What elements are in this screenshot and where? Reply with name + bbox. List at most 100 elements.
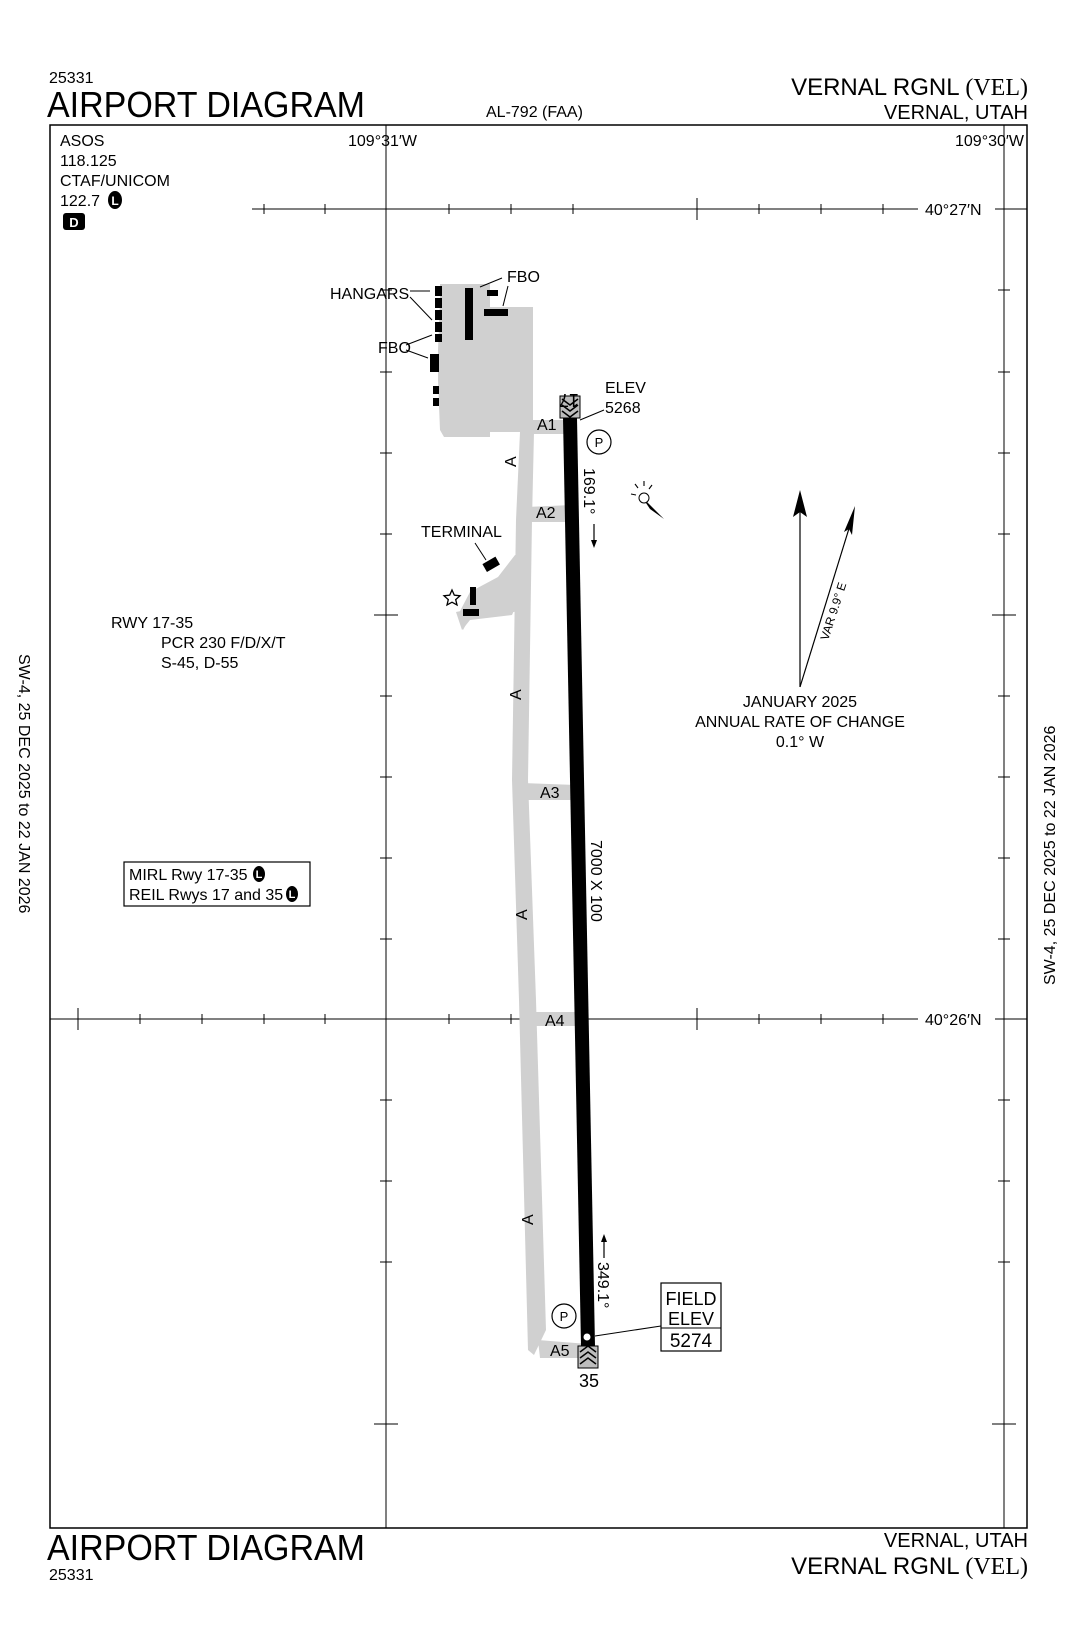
hangar-long [465, 288, 473, 340]
heading-35-group: 349.1° [594, 1234, 611, 1308]
connector-a2 [526, 505, 572, 522]
field-label-2: ELEV [668, 1309, 714, 1329]
lighting-l-icon-1-text: L [256, 869, 263, 881]
leader-line [405, 334, 433, 346]
lighting-l-icon-2-text: L [289, 889, 296, 901]
lighting-symbol-text: L [111, 194, 118, 208]
heading-17-label: 169.1° [580, 468, 597, 514]
taxiway-label-a-3: A [514, 909, 531, 920]
hangar-building [435, 310, 442, 320]
parking-south-text: P [560, 1309, 569, 1324]
lon-west-label: 109°31′W [348, 133, 418, 150]
procedure-id: AL-792 (FAA) [486, 104, 583, 121]
airport-code-bottom-text: (VEL) [965, 1554, 1028, 1580]
terminal-label: TERMINAL [421, 524, 502, 541]
field-elev-leader [594, 1325, 662, 1337]
lon-east-label: 109°30′W [955, 133, 1025, 150]
lighting-l-icon-2 [286, 886, 298, 902]
elev-17-value: 5268 [605, 400, 641, 417]
asos-frequency: 118.125 [60, 153, 117, 170]
runway-end-35: 35 [579, 1371, 599, 1391]
runway-end-17: 17 [559, 390, 579, 410]
variation-rate-value: 0.1° W [776, 734, 825, 751]
variation-label: VAR 9.9° E [818, 581, 850, 642]
taxiway-label-a3: A3 [540, 785, 560, 802]
diagram-title-bottom: AIRPORT DIAGRAM [47, 1527, 365, 1568]
fbo-1-leaders [479, 277, 509, 307]
leader-line [479, 277, 503, 288]
fbo-building-1 [487, 290, 498, 296]
d-symbol-icon: D [63, 213, 85, 230]
taxiway-label-a1: A1 [537, 417, 557, 434]
airport-code-text: (VEL) [965, 75, 1028, 101]
side-text-right: SW-4, 25 DEC 2025 to 22 JAN 2026 [1042, 725, 1059, 985]
lat-south-label: 40°26′N [925, 1012, 982, 1029]
fbo-2-leaders [405, 334, 433, 359]
magnetic-north-line [799, 521, 852, 688]
city-state-bottom: VERNAL, UTAH [884, 1530, 1028, 1552]
taxiway-label-a-2: A [508, 689, 525, 700]
leader-line [405, 349, 429, 359]
connector-a1 [530, 420, 570, 434]
runway-label: RWY 17-35 [111, 615, 193, 632]
leader-line [502, 285, 509, 307]
city-state-top: VERNAL, UTAH [884, 102, 1028, 124]
connector-a3 [522, 783, 576, 800]
runway-17-35 [559, 395, 599, 1369]
runway-dimensions: 7000 X 100 [587, 840, 604, 922]
taxiway-label-a-4: A [520, 1214, 537, 1225]
taxiway-label-a5: A5 [550, 1343, 570, 1360]
chart-frame [49, 124, 1028, 1529]
taxiway-label-a-1: A [503, 456, 520, 467]
airport-name-bottom: VERNAL RGNL (VEL) [791, 1553, 1028, 1580]
chart-id-bottom: 25331 [49, 1567, 94, 1584]
beacon-star-icon [442, 588, 462, 607]
runway-pcr: PCR 230 F/D/X/T [161, 635, 286, 652]
small-building [433, 386, 439, 394]
leader-line [409, 296, 433, 321]
field-elev-box: FIELD ELEV 5274 [660, 1282, 722, 1352]
ctaf-frequency: 122.7 [60, 193, 100, 210]
heading-35-label: 349.1° [594, 1262, 611, 1308]
terminal-building-3 [463, 609, 479, 616]
airport-name-top: VERNAL RGNL (VEL) [791, 74, 1028, 101]
lighting-box: MIRL Rwy 17-35 L REIL Rwys 17 and 35 L [123, 861, 311, 907]
taxiway-label-a2: A2 [536, 505, 556, 522]
pilot-lighting-icon: L [108, 191, 122, 209]
heading-17-group: 169.1° [580, 468, 597, 548]
field-label-1: FIELD [665, 1289, 716, 1309]
parking-icon-north: P [586, 429, 612, 455]
terminal-building [482, 556, 500, 572]
magnetic-variation-arrows [793, 490, 855, 688]
main-apron [438, 284, 573, 437]
connector-a4 [526, 1012, 582, 1026]
hangar-building [435, 286, 442, 296]
fbo-label-2: FBO [378, 340, 411, 357]
hangar-building [435, 334, 442, 342]
hangar-building [435, 298, 442, 308]
variation-date: JANUARY 2025 [743, 694, 857, 711]
lighting-l-icon-1 [253, 866, 265, 882]
terminal-leader [474, 542, 487, 561]
chart-id-top: 25331 [49, 70, 94, 87]
fbo-building-2 [484, 309, 508, 316]
parking-north-text: P [595, 435, 604, 450]
side-text-left: SW-4, 25 DEC 2025 to 22 JAN 2026 [15, 654, 32, 914]
heading-35-arrowhead [601, 1234, 607, 1242]
taxiway-a [512, 432, 546, 1355]
hangars-label: HANGARS [330, 286, 409, 303]
lighting-line-1: MIRL Rwy 17-35 [129, 867, 248, 884]
lighting-line-2: REIL Rwys 17 and 35 [129, 887, 283, 904]
ctaf-unicom-label: CTAF/UNICOM [60, 173, 170, 190]
elev-label: ELEV [605, 380, 646, 397]
field-elev-point [582, 1332, 592, 1342]
buildings [430, 286, 508, 616]
taxiway-label-a4: A4 [545, 1013, 565, 1030]
fbo-label-1: FBO [507, 269, 540, 286]
elev-17-leader [579, 409, 605, 421]
small-building [433, 398, 439, 406]
airport-name-text: VERNAL RGNL [791, 74, 959, 101]
parking-icon-south: P [551, 1303, 577, 1329]
field-elev-value: 5274 [670, 1331, 713, 1352]
d-symbol-text: D [69, 215, 78, 230]
